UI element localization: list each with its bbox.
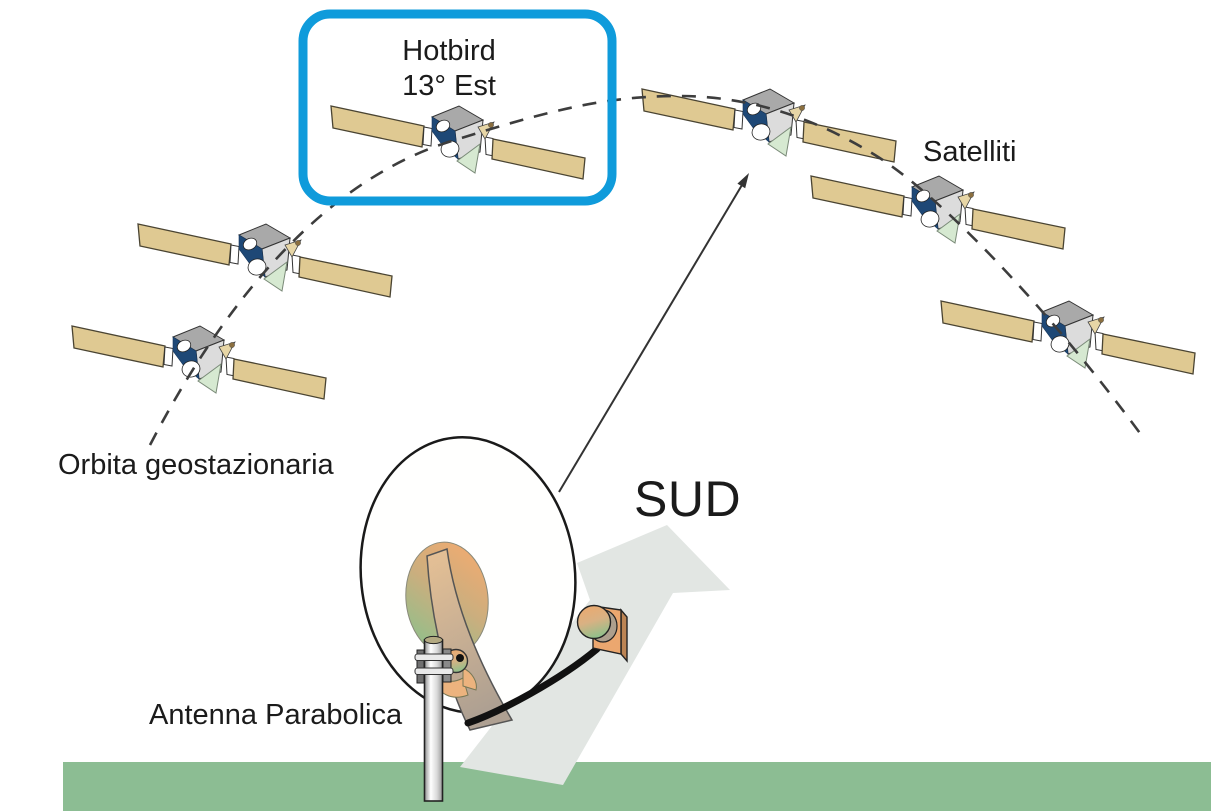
satellite (641, 88, 897, 163)
antenna-label: Antenna Parabolica (149, 699, 403, 731)
satellite-hotbird (330, 105, 586, 180)
south-direction-label: SUD (634, 471, 742, 527)
satellite (810, 175, 1066, 250)
satellite (940, 300, 1196, 375)
hotbird-label: Hotbird 13° Est (338, 34, 560, 104)
mount-wedge (462, 667, 477, 691)
orbit-label: Orbita geostazionaria (58, 449, 334, 481)
satellite-dish (359, 436, 628, 802)
satellites-label: Satelliti (923, 136, 1017, 168)
hotbird-label-line1: Hotbird (402, 35, 496, 67)
ground (63, 762, 1211, 811)
lnb-feed-arm (464, 645, 601, 727)
pivot-bolt (456, 654, 464, 662)
dish-support-arm (426, 547, 514, 731)
pointer-arrow (558, 173, 749, 493)
geostationary-orbit-path (148, 94, 1147, 446)
hotbird-label-line2: 13° Est (402, 70, 496, 102)
satellite (71, 325, 327, 400)
lnb (576, 604, 628, 663)
satellite (137, 223, 393, 298)
mast-pole (414, 635, 454, 802)
hotbird-highlight-box (298, 9, 617, 206)
